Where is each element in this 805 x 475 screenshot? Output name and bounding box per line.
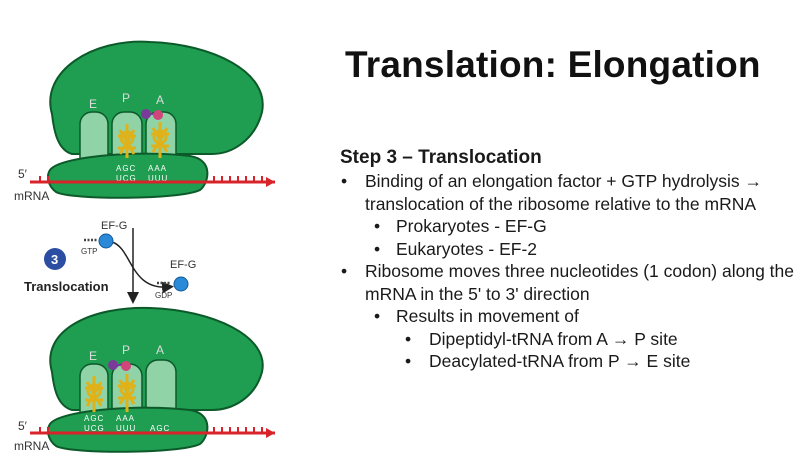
trna-p-bottom: [118, 374, 136, 412]
anticodon-a-top: AAA: [148, 164, 167, 173]
site-label-p-top: P: [122, 91, 130, 105]
section-heading: Step 3 – Translocation: [340, 147, 542, 168]
gtp-label: GTP: [81, 247, 97, 256]
ef-g-in-label: EF-G: [101, 220, 127, 232]
site-label-a-bottom: A: [156, 343, 164, 357]
bullet-list: Step 3 – Translocation Binding of an elo…: [340, 146, 800, 373]
codon-a-top: UUU: [148, 174, 168, 183]
codon-e-bottom: UCG: [84, 424, 105, 433]
bullet-ribosome-moves: Ribosome moves three nucleotides (1 codo…: [341, 260, 800, 305]
bullet-prokaryotes: Prokaryotes - EF-G: [374, 215, 800, 238]
amino-acid-1-top: [141, 109, 151, 119]
slide-title: Translation: Elongation: [345, 44, 761, 85]
bullet-results: Results in movement of: [374, 305, 800, 328]
gdp-label: GDP: [155, 291, 172, 300]
trna-a-top: [151, 122, 169, 158]
ef-g-out-icon: [173, 276, 189, 292]
bullet-dipeptidyl: Dipeptidyl-tRNA from A → P site: [405, 328, 800, 351]
trna-p-top: [118, 124, 136, 158]
ef-g-release-arrow: [111, 241, 174, 294]
translocation-step: 3 Translocation EF-G GTP EF-G GDP: [24, 220, 196, 304]
ef-g-out-label: EF-G: [170, 259, 196, 271]
ribosome-bottom: E P A AGC AAA UCG UUU AGC: [47, 306, 264, 453]
amino-acid-2-bottom: [121, 361, 131, 371]
small-subunit-top: [47, 152, 209, 199]
anticodon-p-top: AGC: [116, 164, 136, 173]
five-prime-label-bottom: 5′: [18, 419, 28, 433]
anticodon-e-bottom: AGC: [84, 414, 104, 423]
step-number: 3: [51, 252, 58, 267]
bullet-deacylated: Deacylated-tRNA from P → E site: [405, 350, 800, 373]
ef-g-in-icon: [98, 233, 114, 249]
bullet-eukaryotes: Eukaryotes - EF-2: [374, 238, 800, 261]
amino-acid-2-top: [153, 110, 163, 120]
mrna-label-top: mRNA: [14, 189, 49, 203]
site-label-e-top: E: [89, 97, 97, 111]
codon-a-bottom: AGC: [150, 424, 170, 433]
bullet-elongation-factor: Binding of an elongation factor + GTP hy…: [341, 170, 800, 215]
mrna-label-bottom: mRNA: [14, 439, 49, 453]
step-number-badge: [44, 248, 66, 270]
codon-p-top: UCG: [116, 174, 137, 183]
mrna-strand-bottom: [30, 427, 275, 438]
five-prime-label-top: 5′: [18, 167, 28, 181]
mrna-strand-top: [30, 176, 275, 187]
anticodon-p-bottom: AAA: [116, 414, 135, 423]
small-subunit-bottom: [47, 406, 209, 453]
trna-e-bottom: [85, 376, 103, 412]
site-label-a-top: A: [156, 93, 164, 107]
site-label-e-bottom: E: [89, 349, 97, 363]
ribosome-top: E P A AGC AAA UCG UUU: [47, 40, 264, 199]
amino-acid-1-bottom: [108, 360, 118, 370]
site-label-p-bottom: P: [122, 343, 130, 357]
translocation-diagram: E P A AGC AAA UCG UUU 5′ mR: [14, 40, 275, 453]
codon-p-bottom: UUU: [116, 424, 136, 433]
step-label: Translocation: [24, 279, 109, 294]
